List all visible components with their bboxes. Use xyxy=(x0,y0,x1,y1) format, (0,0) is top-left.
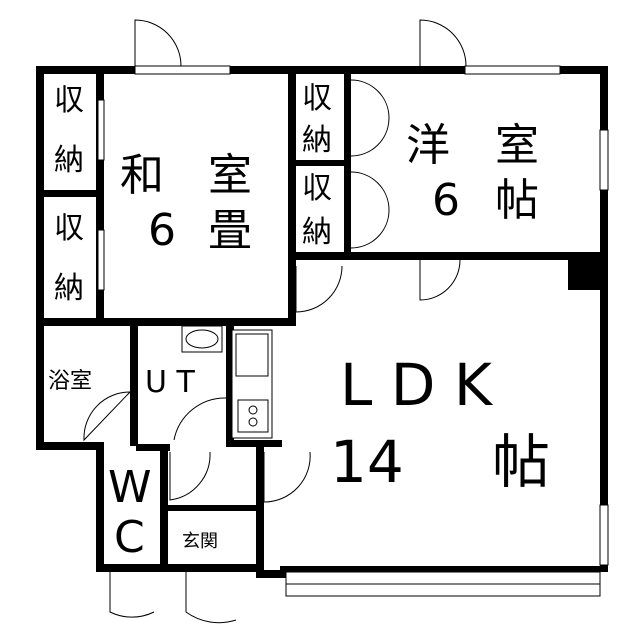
wc-label: W xyxy=(108,462,152,513)
windows xyxy=(134,65,609,597)
closet-label: 納 xyxy=(302,123,332,158)
closet-label: 納 xyxy=(302,215,332,250)
entrance-label: 玄関 xyxy=(182,531,218,552)
kitchen-counter xyxy=(231,329,273,439)
utility-label: U T xyxy=(145,365,195,400)
ldk-unit: 帖 xyxy=(492,428,550,496)
bath-label: 浴室 xyxy=(48,369,92,394)
closet-label: 収 xyxy=(302,81,332,116)
youshitsu-label: 洋 xyxy=(406,120,450,171)
youshitsu-label: 室 xyxy=(495,120,539,171)
doors xyxy=(83,19,467,624)
washitsu-label: 室 xyxy=(208,150,252,201)
ldk-size: 14 xyxy=(330,428,404,496)
youshitsu-unit: 帖 xyxy=(495,175,539,226)
closet-label: 収 xyxy=(302,171,332,206)
wc-label: C xyxy=(114,512,145,563)
sink-fixture xyxy=(181,325,223,353)
closet-label: 納 xyxy=(54,271,84,306)
closet-label: 納 xyxy=(54,143,84,178)
ldk-label: L D K xyxy=(340,351,494,419)
closet-label: 収 xyxy=(54,211,84,246)
youshitsu-size: 6 xyxy=(432,175,460,226)
washitsu-label: 和 xyxy=(120,150,164,201)
walls xyxy=(36,66,608,578)
closet-label: 収 xyxy=(54,83,84,118)
washitsu-unit: 畳 xyxy=(208,205,252,256)
washitsu-size: 6 xyxy=(148,205,176,256)
